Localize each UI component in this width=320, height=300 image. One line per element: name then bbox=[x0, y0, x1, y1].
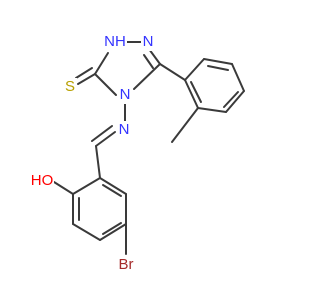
bond-ar-1 bbox=[184, 58, 205, 81]
bond-ar-6 bbox=[184, 79, 199, 109]
bond-methyl bbox=[171, 107, 199, 143]
bond-ar-inner-2 bbox=[223, 91, 239, 108]
bond-c3-s bbox=[77, 73, 96, 85]
atom-ho: HO bbox=[30, 171, 54, 191]
structure-drawing: NH N N N S HO Br bbox=[30, 31, 245, 275]
bond-ar-4 bbox=[225, 90, 245, 113]
bond-ph-6 bbox=[99, 177, 127, 195]
bond-ar-3 bbox=[231, 63, 245, 92]
bond-n2-c5 bbox=[148, 48, 161, 65]
bond-ar-5 bbox=[197, 107, 227, 113]
atom-br: Br bbox=[115, 255, 137, 275]
atom-n-ring-label: N bbox=[143, 33, 154, 50]
atom-br-label: Br bbox=[119, 256, 134, 273]
bond-nh-c3 bbox=[94, 52, 109, 75]
atom-s-label: S bbox=[65, 78, 75, 95]
bond-ar-inner-3 bbox=[190, 81, 202, 103]
bond-ph-inner-3 bbox=[102, 184, 122, 197]
bond-c5-n4 bbox=[133, 63, 161, 90]
bond-ph-inner-2 bbox=[102, 222, 122, 235]
bond-ph-3 bbox=[72, 223, 101, 241]
atom-n-ring: N bbox=[141, 33, 155, 51]
bond-imine-ch-double bbox=[91, 125, 113, 142]
molecule-diagram: NH N N N S HO Br bbox=[30, 31, 245, 275]
bond-ph-4 bbox=[99, 223, 127, 241]
bond-ar-inner-1 bbox=[207, 65, 229, 71]
atom-n-imine: N bbox=[117, 121, 131, 139]
atom-labels: NH N N N S HO Br bbox=[30, 31, 155, 275]
atom-ho-label: HO bbox=[31, 172, 54, 189]
bond-c5-ar bbox=[159, 63, 186, 81]
atom-nh: NH bbox=[103, 31, 127, 51]
atom-n4: N bbox=[118, 86, 132, 104]
bond-ph-1 bbox=[72, 177, 101, 195]
bond-imine-ch bbox=[95, 131, 116, 147]
bond-ar-2 bbox=[203, 58, 233, 65]
bonds bbox=[53, 41, 245, 255]
bond-n2-c5-double bbox=[143, 54, 154, 69]
bond-ch-ring bbox=[95, 145, 101, 179]
atom-s: S bbox=[63, 78, 77, 96]
atom-n4-label: N bbox=[120, 86, 131, 103]
atom-nh-label: NH bbox=[104, 33, 126, 50]
atom-n-imine-label: N bbox=[119, 121, 130, 138]
bond-c-oh bbox=[53, 181, 74, 195]
bond-n4-c3 bbox=[94, 73, 117, 96]
bond-c3-s-double bbox=[75, 67, 93, 79]
